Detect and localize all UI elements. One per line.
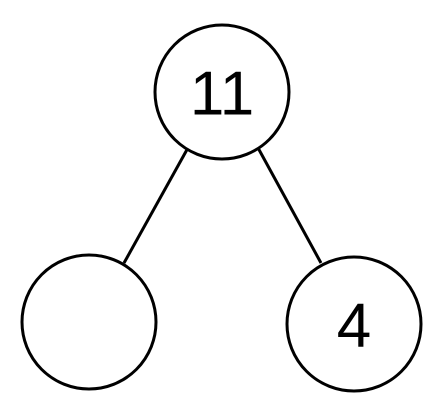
top-node: 11 [153,23,291,161]
top-node-value: 11 [190,60,254,129]
right-node-value: 4 [337,292,371,361]
right-node-circle [285,255,423,393]
edge-top-to-left [122,145,191,264]
left-node [20,253,158,391]
top-node-circle [153,23,291,161]
right-node: 4 [285,255,423,393]
left-node-circle [20,253,158,391]
edge-top-to-right [255,145,323,264]
